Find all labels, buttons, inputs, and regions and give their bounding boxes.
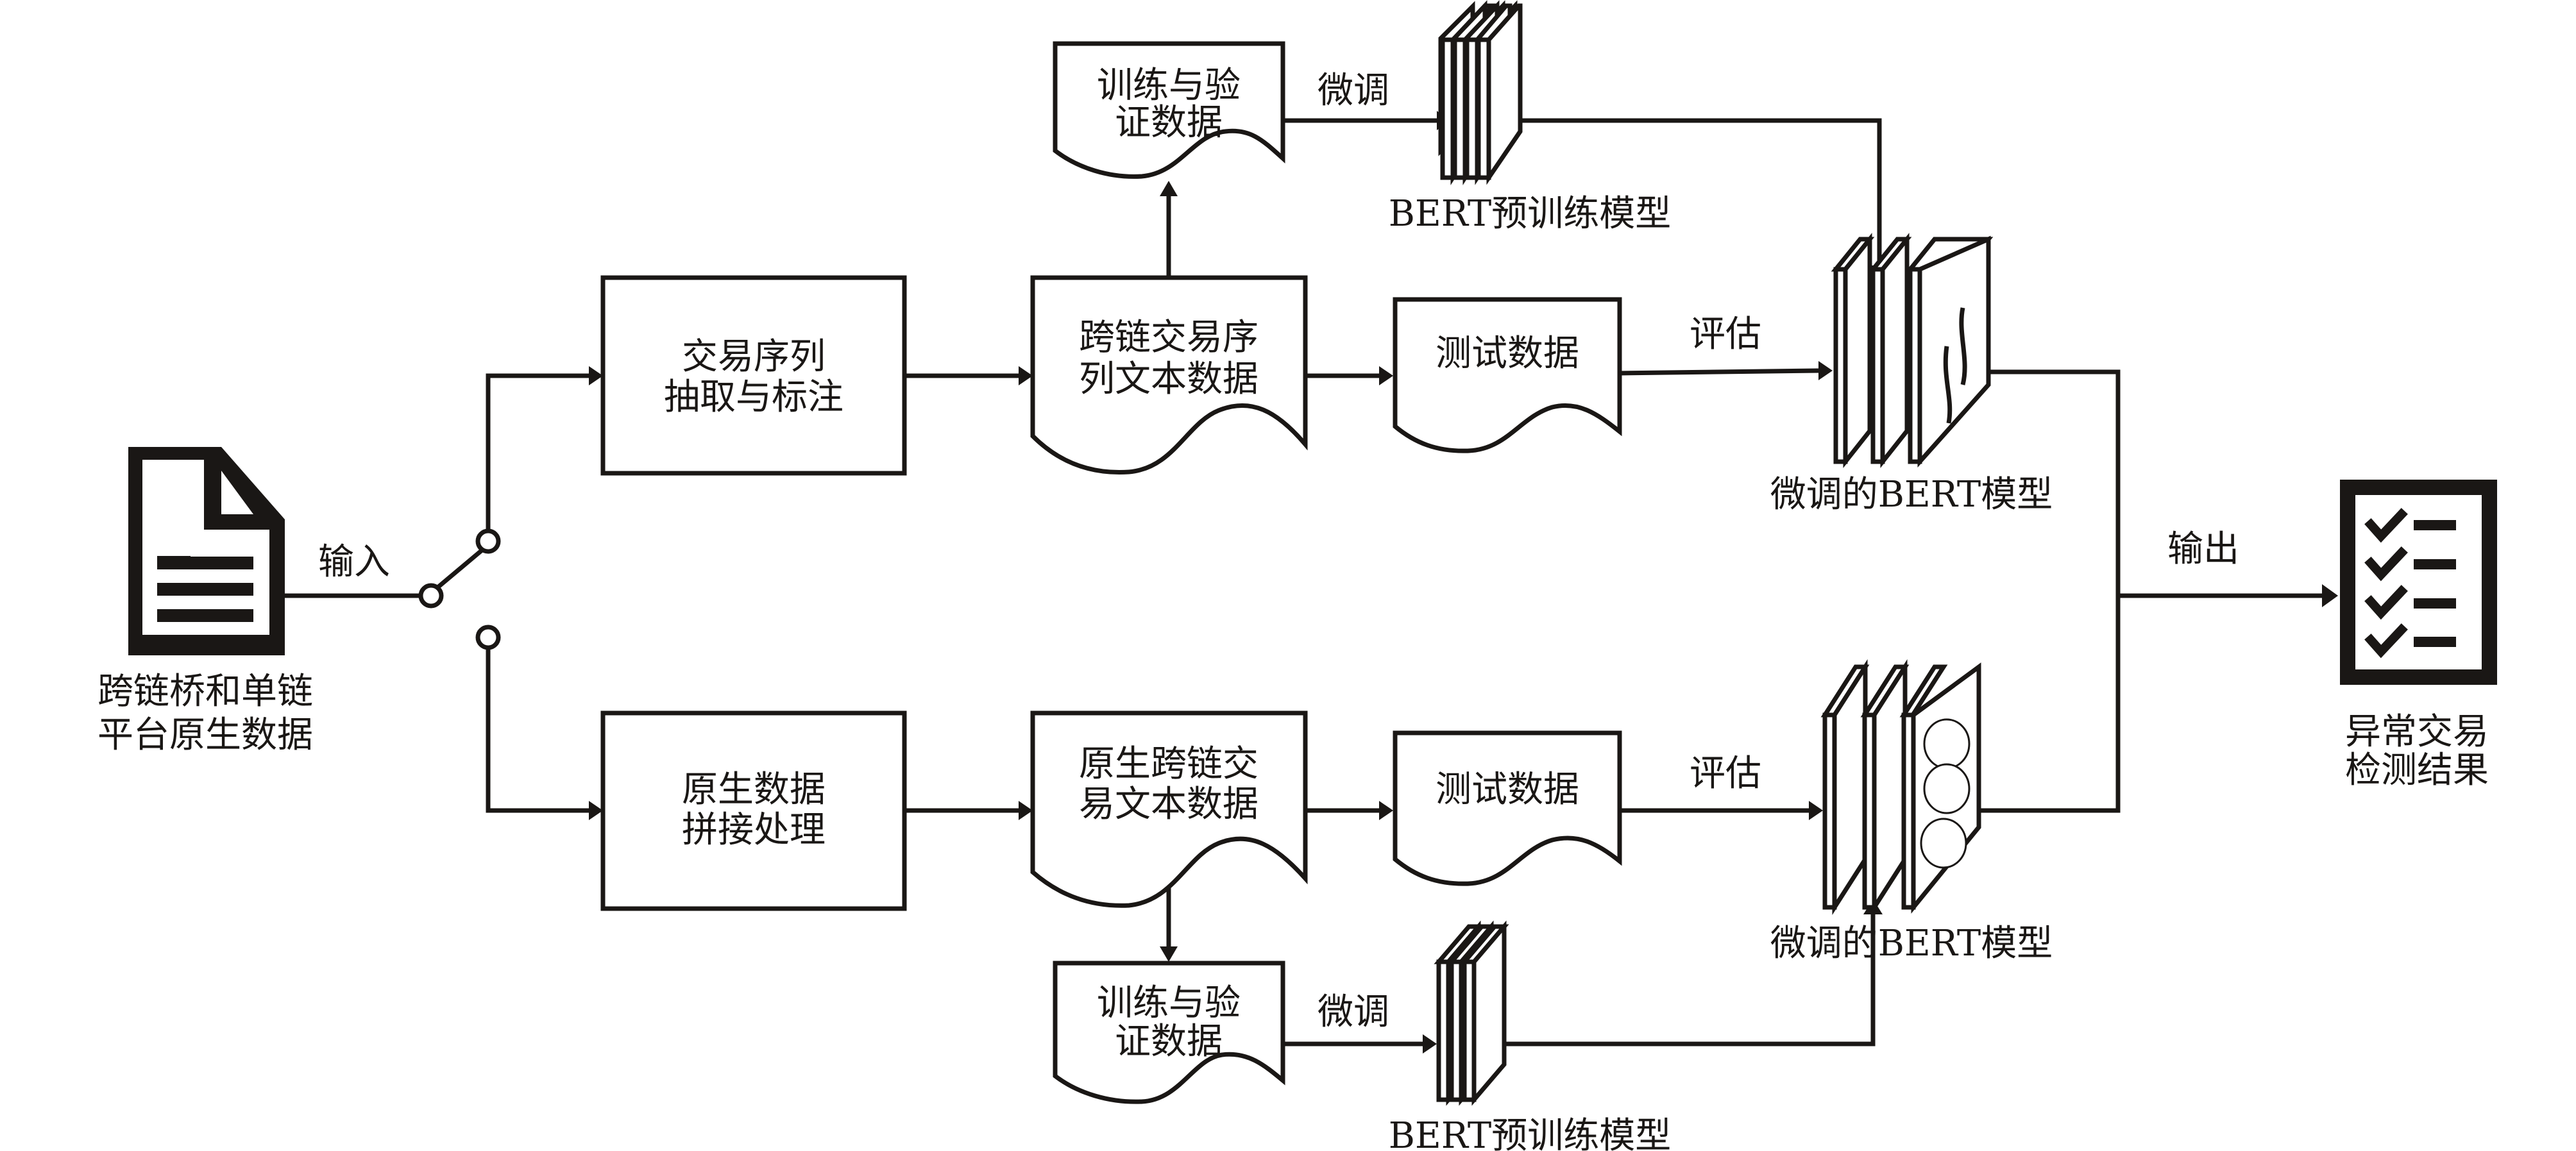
bottom-process-line2: 拼接处理 (682, 809, 826, 851)
top-evaluate-label: 评估 (1690, 314, 1761, 355)
arrowhead (1160, 946, 1178, 962)
wave-mark (1943, 346, 1953, 424)
source-label-line1: 跨链桥和单链 (97, 671, 313, 712)
switch-icon[interactable] (418, 528, 501, 650)
bottom-evaluate-label: 评估 (1690, 753, 1761, 794)
source-label-line2: 平台原生数据 (97, 714, 313, 756)
arrowhead (1160, 181, 1178, 196)
top-train-data-line1: 训练与验 (1097, 65, 1241, 106)
top-branch-line (486, 373, 590, 531)
bottom-pretrained-label: BERT预训练模型 (1389, 1115, 1672, 1151)
arrowhead (1423, 1034, 1437, 1054)
output-merge-line (1979, 369, 2121, 813)
arrowhead (2322, 584, 2338, 607)
connector (1619, 368, 1819, 376)
arrowhead (1809, 801, 1823, 820)
connector (1504, 914, 1876, 1046)
top-train-data-line2: 证数据 (1115, 102, 1223, 144)
arrowhead (589, 366, 603, 385)
bottom-text-data-document[interactable]: 原生跨链交 易文本数据 (1030, 710, 1308, 908)
arrowhead (1019, 801, 1033, 820)
top-text-data-document[interactable]: 跨链交易序 列文本数据 (1030, 275, 1308, 475)
top-finetuned-label: 微调的BERT模型 (1770, 474, 2053, 516)
top-test-data-document[interactable]: 测试数据 (1393, 297, 1622, 453)
arrowhead (1379, 366, 1393, 385)
arrowhead (1019, 366, 1033, 385)
bottom-test-data-label: 测试数据 (1436, 769, 1579, 811)
top-process-line2: 抽取与标注 (664, 376, 843, 418)
output-label: 输出 (2167, 528, 2239, 570)
bottom-text-data-line1: 原生跨链交 (1079, 743, 1258, 785)
bottom-train-data-line2: 证数据 (1115, 1021, 1223, 1063)
top-finetuned-model-icon[interactable] (1831, 233, 1994, 469)
result-checklist-icon (2340, 480, 2497, 685)
top-text-data-line1: 跨链交易序 (1079, 317, 1258, 358)
bottom-process-line1: 原生数据 (682, 769, 826, 811)
top-finetune-label: 微调 (1318, 70, 1389, 112)
bottom-finetuned-label: 微调的BERT模型 (1770, 923, 2053, 964)
top-test-data-label: 测试数据 (1436, 333, 1579, 374)
input-label: 输入 (318, 541, 390, 583)
result-label-line2: 检测结果 (2345, 750, 2489, 791)
bottom-test-data-document[interactable]: 测试数据 (1393, 730, 1622, 886)
cloud-icon (1920, 718, 1970, 869)
bottom-branch-line (486, 648, 590, 813)
result-label-line1: 异常交易 (2345, 711, 2489, 753)
top-train-data-document[interactable]: 训练与验 证数据 (1053, 41, 1285, 179)
bottom-train-data-document[interactable]: 训练与验 证数据 (1053, 961, 1285, 1104)
arrowhead (589, 801, 603, 820)
connector (1520, 118, 1882, 266)
top-process-line1: 交易序列 (682, 336, 826, 378)
source-document-lines (157, 557, 253, 622)
bottom-process-box[interactable]: 原生数据 拼接处理 (600, 710, 907, 911)
bottom-finetuned-model-icon[interactable] (1820, 659, 1981, 915)
top-pretrained-model-icon[interactable] (1438, 0, 1523, 185)
bottom-train-data-line1: 训练与验 (1097, 982, 1241, 1024)
bottom-text-data-line2: 易文本数据 (1079, 784, 1258, 825)
arrowhead (1818, 361, 1833, 380)
top-text-data-line2: 列文本数据 (1079, 358, 1258, 400)
top-pretrained-label: BERT预训练模型 (1389, 193, 1672, 235)
bottom-finetune-label: 微调 (1318, 991, 1389, 1033)
wave-mark (1959, 307, 1967, 385)
arrowhead (1379, 801, 1393, 820)
source-document-icon (128, 447, 285, 655)
top-process-box[interactable]: 交易序列 抽取与标注 (600, 275, 907, 476)
bottom-pretrained-model-icon[interactable] (1434, 920, 1509, 1106)
